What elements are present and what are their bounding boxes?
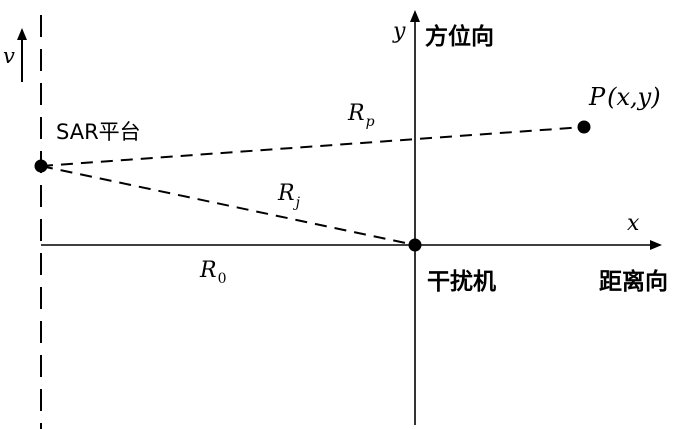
sar-platform-point: [34, 159, 48, 173]
r0-label-main: R: [199, 258, 217, 283]
r0-label-subscript: 0: [218, 271, 227, 287]
jammer-point: [408, 238, 422, 252]
y-axis-label: y: [392, 19, 406, 44]
rp-label-main: R: [347, 101, 365, 126]
sar-platform-label: SAR平台: [56, 120, 141, 144]
x-axis-label: x: [627, 211, 640, 236]
rj-label: Rj: [277, 181, 301, 211]
rj-label-subscript: j: [293, 195, 301, 211]
azimuth-direction-label: 方位向: [425, 23, 494, 50]
target-point-label: P(x,y): [588, 83, 661, 111]
velocity-label: v: [3, 44, 15, 68]
range-line-to-target: [40, 126, 585, 167]
range-direction-label: 距离向: [599, 268, 668, 295]
target-point-coords: (x,y): [607, 83, 660, 111]
target-point: [577, 120, 591, 134]
jammer-label: 干扰机: [427, 269, 496, 295]
rp-label-subscript: p: [366, 114, 375, 130]
rj-label-main: R: [277, 181, 295, 206]
rp-label: Rp: [347, 101, 375, 130]
target-point-name: P: [588, 83, 606, 111]
range-line-to-jammer: [40, 165, 416, 246]
r0-label: R0: [199, 258, 227, 287]
